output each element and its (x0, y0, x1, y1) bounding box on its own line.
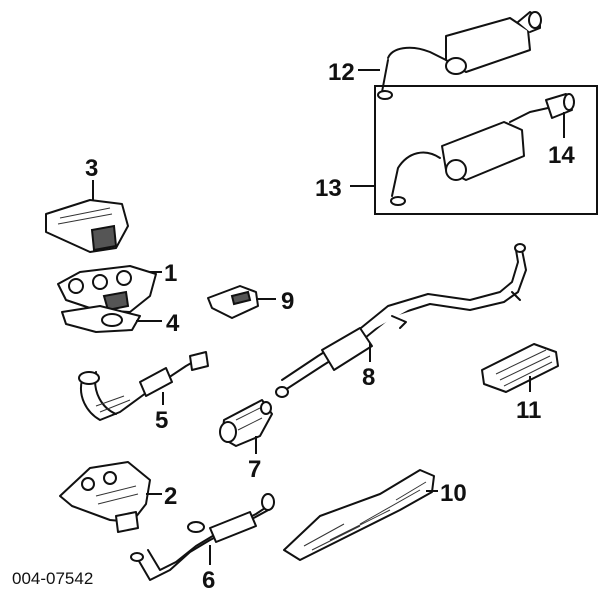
part-10-underbody-heat-shield[interactable] (283, 469, 435, 561)
part-11-heat-shield[interactable] (481, 343, 559, 393)
part-3-heat-shield[interactable] (45, 199, 129, 253)
callout-6: 6 (202, 567, 215, 594)
part-5-front-pipe[interactable] (78, 351, 209, 421)
callout-13: 13 (315, 175, 342, 202)
callout-12: 12 (328, 59, 355, 86)
part-13-group-box (374, 85, 598, 215)
callout-7: 7 (248, 456, 261, 483)
callout-3: 3 (85, 155, 98, 182)
callout-14: 14 (548, 142, 575, 169)
callout-10: 10 (440, 480, 467, 507)
callout-9: 9 (281, 288, 294, 315)
part-12-muffler[interactable] (377, 11, 542, 100)
part-4-gasket[interactable] (61, 305, 141, 333)
callout-2: 2 (164, 483, 177, 510)
part-8-center-pipe[interactable] (275, 243, 527, 398)
callout-11: 11 (516, 397, 541, 424)
callout-4: 4 (166, 310, 180, 337)
part-13-muffler[interactable] (390, 93, 575, 206)
part-1-exhaust-manifold[interactable] (57, 265, 157, 313)
diagram-code: 004-07542 (12, 569, 93, 588)
part-6-intermediate-pipe[interactable] (130, 493, 275, 581)
callout-5: 5 (155, 407, 168, 434)
part-9-bracket[interactable] (207, 285, 259, 319)
callout-8: 8 (362, 364, 375, 391)
part-2-manifold[interactable] (59, 461, 151, 533)
part-7-catalytic-converter[interactable] (219, 399, 273, 447)
callout-1: 1 (164, 260, 177, 287)
